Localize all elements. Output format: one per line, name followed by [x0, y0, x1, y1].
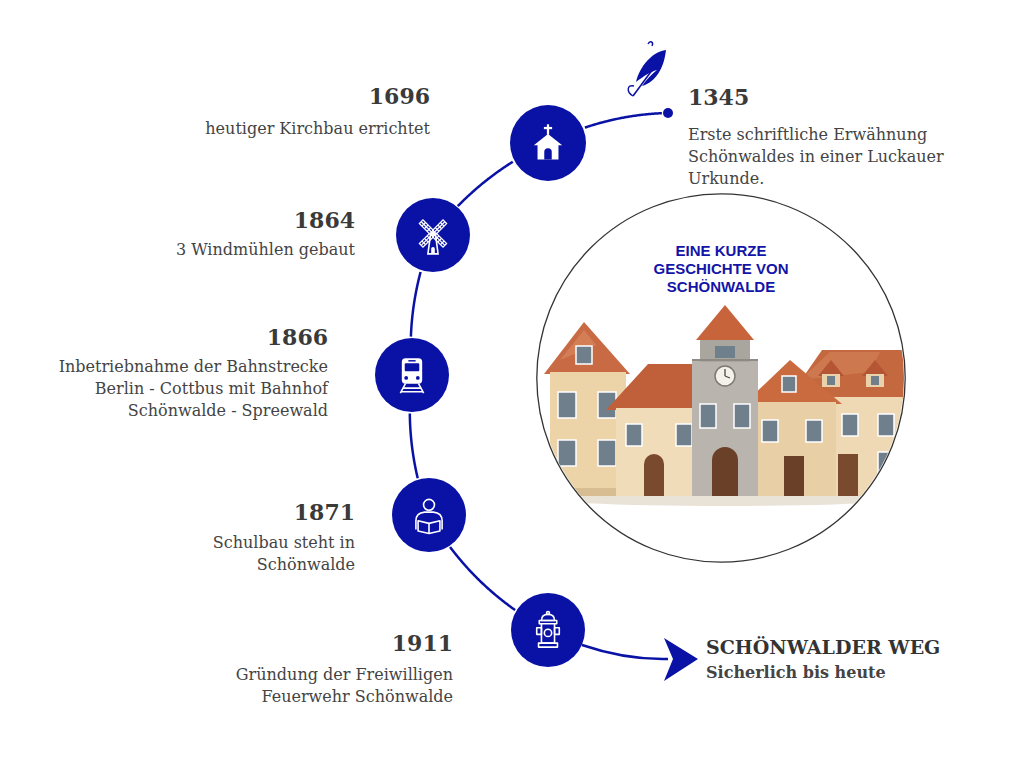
- village-illustration-part: [762, 420, 778, 442]
- windmill-icon: [419, 220, 446, 254]
- village-illustration-part: [676, 424, 692, 446]
- timeline-connector: [450, 547, 515, 610]
- timeline-dot: 1345Erste schriftliche Erwähnung Schönwa…: [663, 108, 673, 118]
- school-circle: 1871Schulbau steht in Schönwalde: [392, 478, 466, 552]
- quill-icon-part: [633, 54, 664, 96]
- node-outline: [396, 198, 470, 272]
- village-illustration-part: [715, 346, 735, 358]
- road-name: SCHÖNWALDER WEG: [706, 635, 940, 659]
- village-illustration-part: [734, 404, 750, 428]
- village-illustration-part: [725, 369, 730, 378]
- fire-brigade-circle: 1911Gründung der Freiwilligen Feuerwehr …: [511, 593, 585, 667]
- village-illustration-part: [712, 447, 738, 496]
- event-year: 1871: [195, 498, 355, 526]
- final-arrow-part: [664, 638, 698, 681]
- village-illustration-part: [866, 374, 884, 387]
- quill-icon-part: [636, 50, 666, 86]
- village-illustration-part: [550, 488, 626, 496]
- village-illustration-part: [818, 360, 844, 376]
- quill-icon: [628, 42, 666, 96]
- village-illustration-part: [806, 420, 822, 442]
- event-description: Erste schriftliche Erwähnung Schönwaldes…: [688, 124, 988, 190]
- node-outline: [392, 478, 466, 552]
- node-outline: [663, 108, 673, 118]
- timeline-connector: [410, 414, 418, 479]
- node-circle: [396, 198, 470, 272]
- node-circle: [537, 194, 905, 562]
- train-circle: 1866Inbetriebnahme der Bahnstrecke Berli…: [375, 338, 449, 412]
- village-illustration-part: [827, 376, 835, 385]
- node-outline: [510, 105, 586, 181]
- hydrant-icon: [537, 611, 560, 647]
- event-year: 1345: [688, 83, 888, 111]
- node-circle: [663, 108, 673, 118]
- village-illustration-part: [878, 414, 894, 436]
- history-circle: EINE KURZE GESCHICHTE VON SCHÖNWALDE: [536, 193, 906, 563]
- event-year: 1864: [195, 206, 355, 234]
- village-illustration-part: [782, 376, 796, 392]
- village-illustration-part: [598, 440, 616, 466]
- village-illustration-part: [842, 414, 858, 436]
- village-illustration-part: [752, 402, 836, 496]
- node-outline: [375, 338, 449, 412]
- village-illustration-part: [871, 376, 879, 385]
- village-illustration-part: [644, 454, 664, 496]
- village-illustration-part: [558, 392, 576, 418]
- train-icon: [400, 358, 423, 393]
- village-illustration-part: [784, 456, 804, 496]
- event-description: Inbetriebnahme der Bahnstrecke Berlin - …: [28, 356, 328, 422]
- road-subtitle: Sicherlich bis heute: [706, 662, 886, 684]
- event-year: 1696: [270, 82, 430, 110]
- village-illustration-part: [550, 372, 626, 496]
- village-illustration-part: [576, 346, 592, 364]
- reader-icon: [416, 499, 442, 533]
- node-circle: [375, 338, 449, 412]
- village-illustration-part: [862, 360, 888, 376]
- village-illustration-part: [616, 408, 704, 496]
- event-year: 1866: [168, 323, 328, 351]
- timeline-connector: [458, 162, 513, 206]
- event-description: 3 Windmühlen gebaut: [55, 239, 355, 261]
- quill-icon-part: [628, 86, 634, 96]
- village-illustration-part: [744, 360, 842, 404]
- node-outline: [511, 593, 585, 667]
- village-illustration-part: [715, 366, 735, 386]
- final-arrow-part: [582, 645, 668, 659]
- village-illustration-part: [558, 440, 576, 466]
- village-illustration-part: [544, 322, 630, 374]
- event-description: heutiger Kirchbau errichtet: [100, 118, 430, 140]
- timeline-connector: [411, 272, 421, 337]
- village-illustration-part: [700, 404, 716, 428]
- village-illustration-part: [838, 454, 858, 496]
- node-circle: [392, 478, 466, 552]
- node-circle: [511, 593, 585, 667]
- timeline-connector: [585, 113, 662, 127]
- village-illustration: [530, 305, 920, 506]
- church-icon: [534, 124, 562, 159]
- village-illustration-part: [692, 360, 758, 496]
- quill-icon-part: [648, 42, 653, 46]
- circle-title: EINE KURZE GESCHICHTE VON SCHÖNWALDE: [636, 242, 806, 296]
- event-description: Schulbau steht in Schönwalde: [155, 532, 355, 576]
- windmill-circle: 18643 Windmühlen gebaut: [396, 198, 470, 272]
- village-illustration-part: [822, 374, 840, 387]
- final-arrow: [582, 638, 698, 681]
- village-illustration-part: [692, 359, 758, 361]
- village-illustration-part: [626, 424, 642, 446]
- event-year: 1911: [293, 629, 453, 657]
- node-circle: [510, 105, 586, 181]
- event-description: Gründung der Freiwilligen Feuerwehr Schö…: [173, 664, 453, 708]
- village-illustration-part: [696, 305, 754, 340]
- church-circle: 1696heutiger Kirchbau errichtet: [510, 105, 586, 181]
